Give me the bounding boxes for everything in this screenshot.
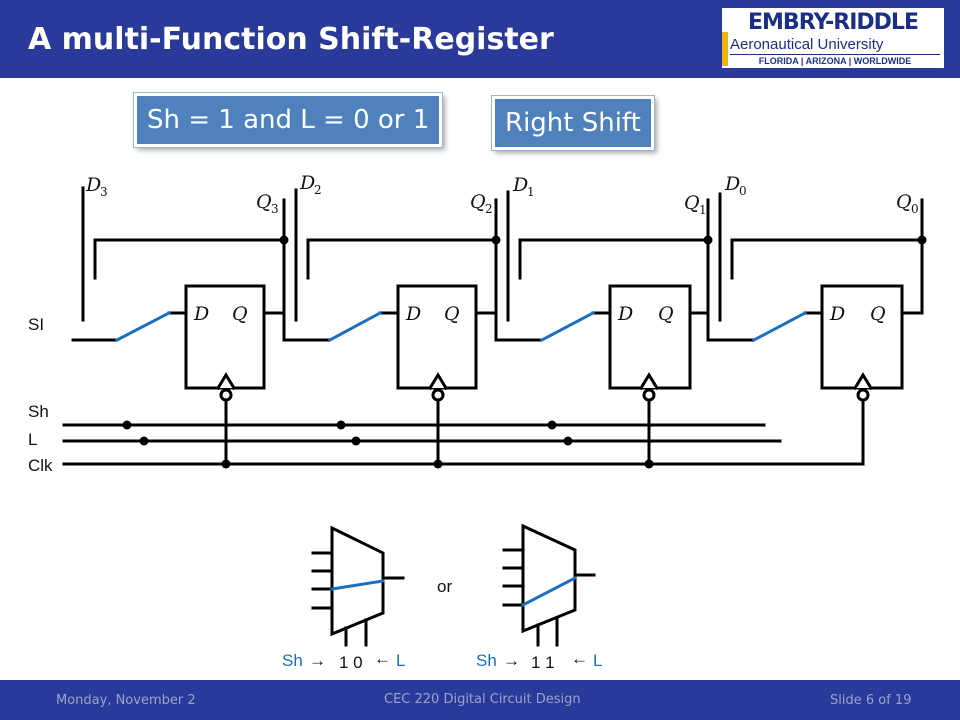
flipflops (184, 284, 904, 390)
mux2-bits: 1 1 (531, 653, 555, 672)
load-label: L (28, 430, 37, 449)
ff2-d-label: D (405, 303, 421, 325)
q2-name: Q (470, 191, 486, 213)
footer-course: CEC 220 Digital Circuit Design (384, 692, 581, 707)
clock-label: Clk (28, 456, 53, 475)
mux-example-1: Sh → 1 0 ← L (282, 525, 405, 672)
university-logo: EMBRY-RIDDLE Aeronautical University FLO… (722, 8, 944, 68)
clock-inputs (215, 372, 874, 402)
mux2-left-arrow: ← (571, 649, 588, 668)
ff3-d-label: D (193, 303, 209, 325)
footer-slide-number: Slide 6 of 19 (830, 693, 912, 708)
serial-in-label: SI (28, 315, 44, 334)
ff0-q-label: Q (870, 303, 886, 325)
d3-sub: 3 (100, 185, 108, 199)
d1-sub: 1 (527, 185, 535, 199)
mux-switch-lines (114, 310, 808, 343)
mode-callout: Right Shift (492, 96, 654, 150)
footer-left: Monday, November 2 (0, 680, 258, 720)
d2-sub: 2 (314, 183, 322, 197)
junction-dots (122, 235, 927, 469)
slide-title: A multi-Function Shift-Register (28, 22, 554, 57)
d0-name: D (724, 173, 740, 195)
mux2-sh-label: Sh (476, 651, 497, 670)
q0-sub: 0 (911, 202, 919, 216)
q2-sub: 2 (485, 202, 493, 216)
d1-name: D (512, 174, 528, 196)
mux1-right-arrow: → (309, 651, 326, 670)
footer-date: Monday, November 2 (56, 693, 196, 708)
ff3-q-label: Q (232, 303, 248, 325)
q3-sub: 3 (271, 202, 279, 216)
mux1-bits: 1 0 (339, 653, 363, 672)
q3-name: Q (256, 191, 272, 213)
mux1-l-label: L (396, 651, 405, 670)
ff1-d-label: D (617, 303, 633, 325)
logo-line1: EMBRY-RIDDLE (748, 10, 919, 35)
footer-right: Slide 6 of 19 (712, 680, 960, 720)
q1-name: Q (684, 192, 700, 214)
logo-accent (722, 32, 728, 66)
ff2-q-label: Q (444, 303, 460, 325)
title-bar: A multi-Function Shift-Register EMBRY-RI… (0, 0, 960, 78)
mux-example-2: Sh → 1 1 ← L (476, 523, 602, 672)
d0-sub: 0 (739, 184, 747, 198)
d2-name: D (299, 172, 315, 194)
shift-label: Sh (28, 402, 49, 421)
footer-middle: CEC 220 Digital Circuit Design (258, 680, 712, 720)
ff0-d-label: D (829, 303, 845, 325)
mux2-right-arrow: → (503, 651, 520, 670)
condition-callout: Sh = 1 and L = 0 or 1 (134, 93, 443, 147)
logo-line2: Aeronautical University (730, 36, 884, 53)
logo-line3: FLORIDA | ARIZONA | WORLDWIDE (730, 54, 940, 67)
or-label: or (437, 577, 452, 596)
wires (62, 186, 924, 466)
q0-name: Q (896, 191, 912, 213)
mux1-left-arrow: ← (374, 649, 391, 668)
q1-sub: 1 (699, 203, 707, 217)
mux1-sh-label: Sh (282, 651, 303, 670)
mux2-l-label: L (593, 651, 602, 670)
ff1-q-label: Q (658, 303, 674, 325)
d3-name: D (85, 174, 101, 196)
